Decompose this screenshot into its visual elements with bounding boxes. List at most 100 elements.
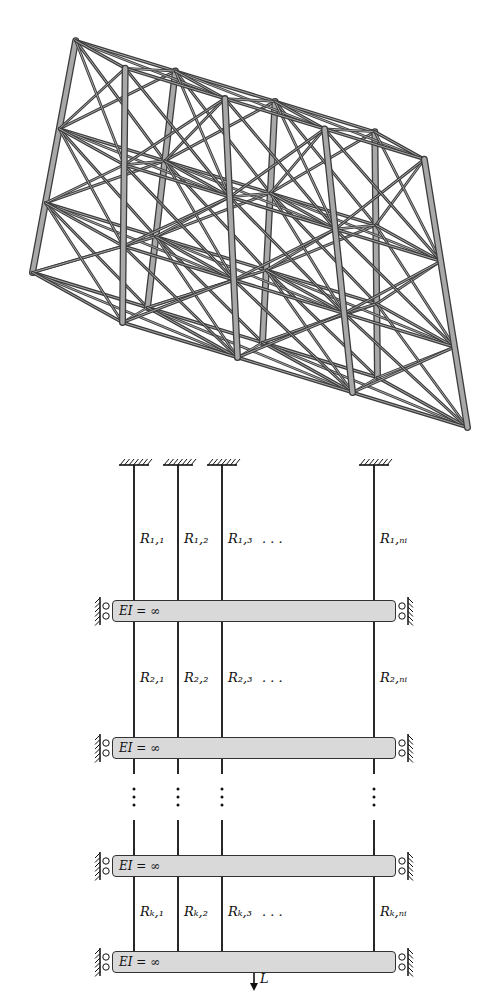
support-hatch (408, 758, 413, 763)
support-hatch (95, 876, 100, 881)
ground-hatch (235, 459, 240, 465)
continuation-dot (373, 804, 376, 807)
support-hatch (95, 607, 100, 612)
brace-shade (123, 246, 237, 357)
spring-label: R₁,₁ (140, 532, 164, 546)
spring-label: Rₖ,₂ (184, 905, 208, 919)
brace (234, 280, 353, 393)
column-line (373, 877, 375, 951)
support-hatch (408, 963, 413, 968)
continuation-dot (177, 804, 180, 807)
continuation-dot (177, 796, 180, 799)
brace-shade (230, 129, 325, 197)
support-hatch (95, 744, 100, 749)
frame-horizontal-shade (45, 203, 123, 246)
ground-hatch (360, 459, 365, 465)
spring-label: R₂,ₙᵢ (380, 671, 407, 685)
horizontal-member-shade (124, 165, 230, 197)
support-hatch (95, 603, 100, 608)
spring-label: R₂,₁ (140, 671, 164, 685)
roller (399, 954, 405, 960)
horizontal-member (230, 197, 336, 229)
support-hatch (95, 753, 100, 758)
horizontal-member (344, 313, 454, 347)
continuation-dot (373, 796, 376, 799)
plan-brace (45, 203, 233, 280)
frame-brace (175, 71, 229, 197)
ground-hatch (387, 459, 392, 465)
support-hatch (408, 876, 413, 881)
column-line (133, 820, 135, 855)
support-hatch (408, 612, 413, 617)
support-hatch (408, 744, 413, 749)
arrowhead (250, 983, 258, 991)
support-hatch (95, 858, 100, 863)
horizontal-member (33, 273, 148, 308)
support-hatch (408, 853, 413, 858)
column-connector (374, 622, 375, 737)
ground-hatch (222, 459, 227, 465)
ground-hatch (164, 459, 169, 465)
brace-shade (125, 68, 229, 197)
continuation-dot (133, 796, 136, 799)
support-hatch (408, 603, 413, 608)
stiffness-label: EI = ∞ (119, 742, 160, 754)
support-hatch (95, 972, 100, 977)
ground-hatch (125, 459, 130, 465)
roller (103, 954, 109, 960)
column-line (221, 877, 223, 951)
jacket-leg (424, 159, 467, 427)
column-line (221, 759, 223, 774)
frame-horizontal-shade (59, 129, 124, 165)
jacket-leg-shade (225, 99, 238, 358)
support-hatch (408, 954, 413, 959)
horizontal-member (325, 129, 425, 159)
jacket-leg (263, 101, 276, 342)
roller (399, 858, 405, 864)
ground-hatch (178, 459, 183, 465)
column-line (221, 465, 223, 600)
stiffness-label: EI = ∞ (119, 605, 160, 617)
support-hatch (95, 871, 100, 876)
support-hatch (95, 963, 100, 968)
frame-brace (33, 246, 124, 272)
frame-horizontal-shade (33, 273, 123, 323)
roller (399, 964, 405, 970)
support-hatch (95, 958, 100, 963)
horizontal-member (353, 393, 468, 428)
spring-label: Rₖ,₁ (140, 905, 164, 919)
support-hatch (95, 954, 100, 959)
horizontal-member-shade (45, 203, 155, 237)
continuation-dot (177, 788, 180, 791)
column-connector (374, 877, 375, 951)
spring-label: R₁,₃ (228, 532, 252, 546)
roller (399, 740, 405, 746)
support-hatch (95, 598, 100, 603)
horizontal-member-shade (33, 273, 148, 308)
ground-hatch (374, 459, 379, 465)
column-line (133, 877, 135, 951)
support-hatch (408, 949, 413, 954)
spring-label: Rₖ,ₙᵢ (380, 905, 407, 919)
brace-shade (335, 159, 424, 229)
spring-label: R₂,₂ (184, 671, 208, 685)
spring-label: R₂,₃ (228, 671, 252, 685)
ground-hatch (138, 459, 143, 465)
rigid-beam: EI = ∞ (112, 951, 396, 973)
roller (103, 964, 109, 970)
support-hatch (95, 621, 100, 626)
horizontal-member-shade (230, 197, 336, 229)
rigid-beam: EI = ∞ (112, 600, 396, 622)
support-hatch (408, 598, 413, 603)
brace-shade (234, 280, 353, 393)
ground-hatch (187, 459, 192, 465)
continuation-dot (133, 804, 136, 807)
frame-brace (156, 237, 238, 358)
roller (399, 613, 405, 619)
support-hatch (408, 740, 413, 745)
support-hatch (408, 858, 413, 863)
ground-hatch (231, 459, 236, 465)
support-hatch (95, 853, 100, 858)
